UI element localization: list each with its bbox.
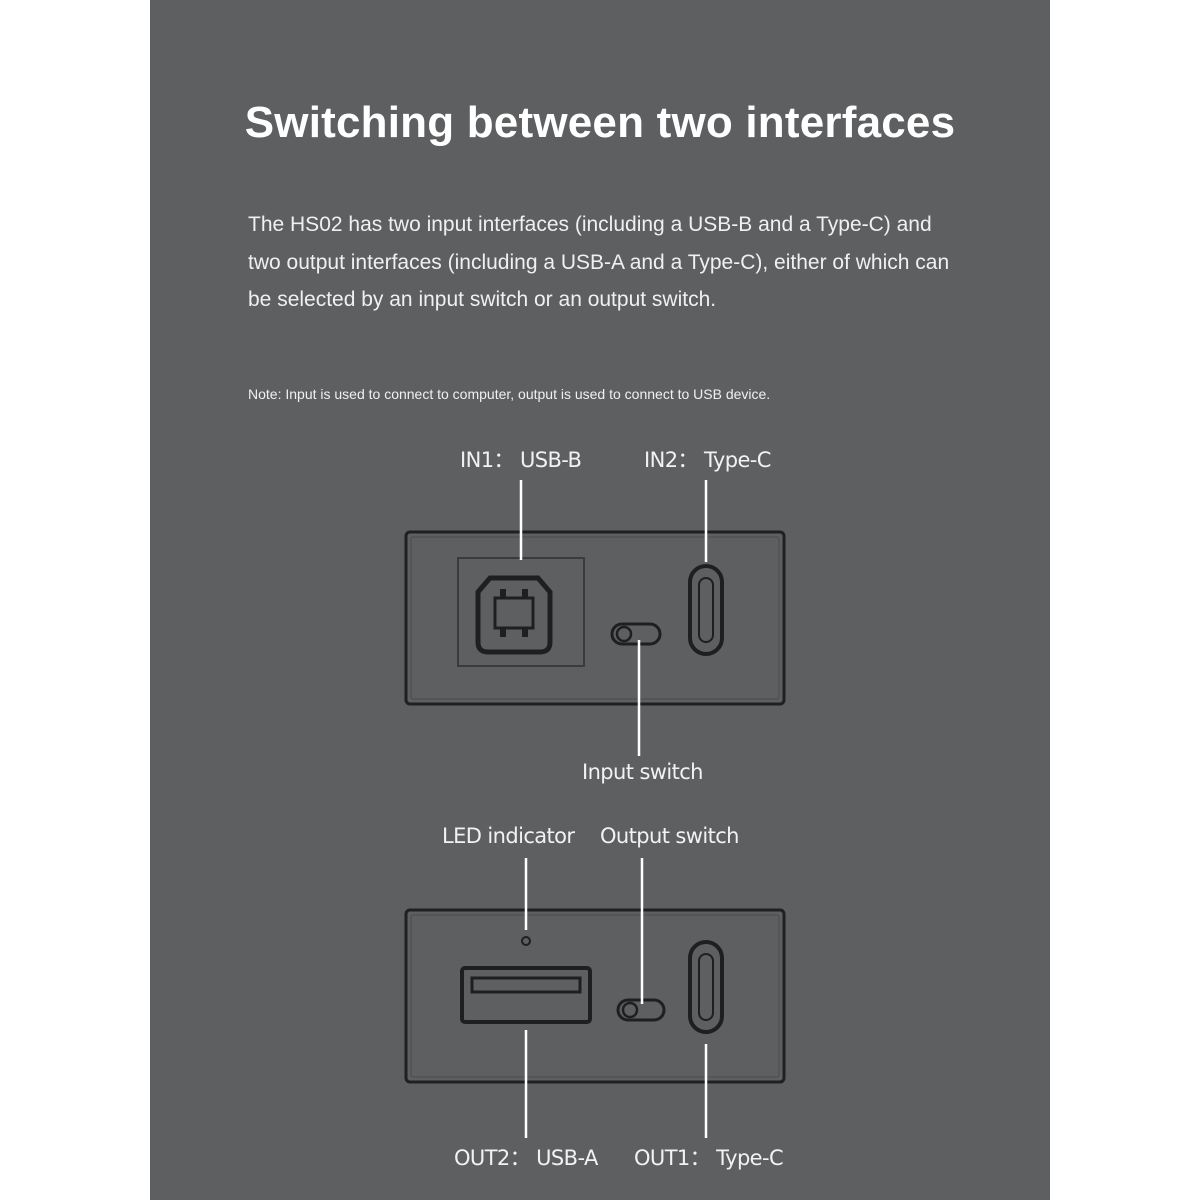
description-text: The HS02 has two input interfaces (inclu…: [248, 213, 950, 311]
note-text: Note: Input is used to connect to comput…: [248, 386, 771, 402]
out2-label: OUT2： USB-A: [454, 1146, 598, 1170]
page-title: Switching between two interfaces: [244, 98, 956, 147]
led-indicator: [521, 936, 531, 946]
out1-label: OUT1： Type-C: [634, 1146, 784, 1170]
input-panel: [404, 530, 786, 706]
led-indicator-label: LED indicator: [442, 824, 575, 848]
output-switch-label: Output switch: [600, 824, 739, 848]
input-switch-label: Input switch: [582, 760, 704, 784]
usb-b-port: [457, 557, 585, 667]
in2-label: IN2： Type-C: [644, 448, 771, 472]
infographic-panel: Switching between two interfaces The HS0…: [150, 0, 1050, 1200]
port-diagram: [404, 480, 786, 1138]
in1-label: IN1： USB-B: [460, 448, 582, 472]
type-c-output-port: [688, 940, 724, 1034]
output-panel: [404, 908, 786, 1084]
usb-a-port: [460, 966, 592, 1024]
input-switch: [610, 622, 662, 646]
type-c-input-port: [688, 564, 724, 656]
